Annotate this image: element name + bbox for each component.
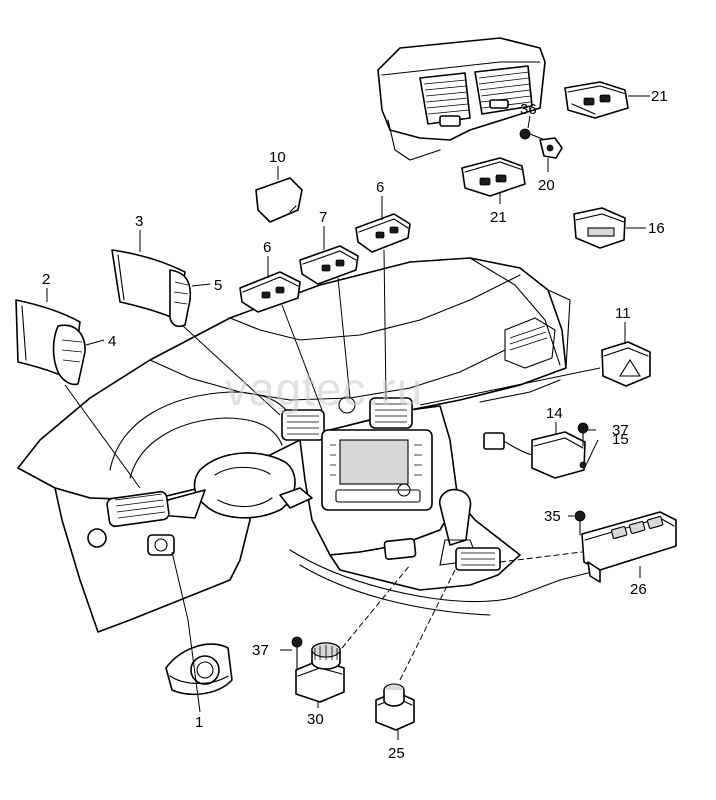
callout-6-right: 6 bbox=[376, 179, 384, 196]
screw-35 bbox=[574, 510, 586, 536]
callout-16: 16 bbox=[648, 220, 665, 237]
screw-36 bbox=[519, 128, 546, 141]
callout-3: 3 bbox=[135, 213, 143, 230]
callout-25: 25 bbox=[388, 745, 405, 762]
callout-11: 11 bbox=[615, 305, 631, 322]
module-14 bbox=[483, 431, 587, 479]
watermark: vagtec.ru bbox=[225, 363, 423, 415]
callout-20: 20 bbox=[538, 177, 555, 194]
leader-lines bbox=[46, 95, 650, 740]
callout-37-lower: 37 bbox=[252, 642, 269, 659]
hazard-switch-11 bbox=[601, 341, 651, 387]
callout-10: 10 bbox=[269, 149, 286, 166]
switch-21-lower bbox=[461, 157, 526, 197]
callout-37-upper: 37 bbox=[612, 422, 629, 439]
callout-30: 30 bbox=[307, 711, 324, 728]
callout-15: 15 bbox=[612, 431, 629, 448]
trim-5 bbox=[169, 269, 192, 328]
screw-37-upper bbox=[577, 422, 589, 447]
dashboard-assembly bbox=[17, 257, 601, 633]
rear-vent-housing bbox=[377, 37, 546, 161]
callout-14: 14 bbox=[546, 405, 563, 422]
module-16 bbox=[573, 207, 626, 249]
switch-6-right bbox=[355, 213, 411, 253]
callout-2: 2 bbox=[42, 271, 50, 288]
knob-25 bbox=[375, 683, 415, 731]
callout-6-left: 6 bbox=[263, 239, 271, 256]
callout-5: 5 bbox=[214, 277, 222, 294]
callout-21-upper: 21 bbox=[651, 88, 668, 105]
callout-26: 26 bbox=[630, 581, 647, 598]
cover-10 bbox=[255, 177, 303, 223]
bracket-20 bbox=[539, 137, 563, 159]
switch-7 bbox=[299, 245, 359, 285]
switch-panel-26 bbox=[581, 511, 677, 583]
switch-6-left bbox=[239, 271, 301, 313]
callout-4: 4 bbox=[108, 333, 116, 350]
switch-21-upper bbox=[564, 81, 629, 119]
rotary-control-30 bbox=[295, 642, 345, 703]
callout-35: 35 bbox=[544, 508, 561, 525]
callout-1: 1 bbox=[195, 714, 203, 731]
callout-21-lower: 21 bbox=[490, 209, 507, 226]
callout-7: 7 bbox=[319, 209, 327, 226]
trim-4 bbox=[52, 324, 86, 386]
light-switch-1 bbox=[165, 643, 233, 696]
callout-36: 36 bbox=[520, 101, 537, 118]
